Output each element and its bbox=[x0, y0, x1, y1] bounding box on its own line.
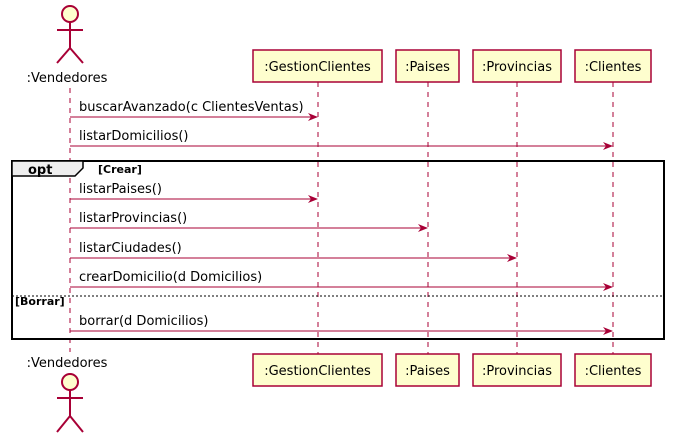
opt-fragment: opt [Crear] [Borrar] bbox=[11, 160, 665, 340]
message-crear-domicilio: crearDomicilio(d Domicilios) bbox=[70, 270, 613, 291]
svg-text:listarCiudades(): listarCiudades() bbox=[79, 241, 182, 256]
svg-text:buscarAvanzado(c ClientesVenta: buscarAvanzado(c ClientesVentas) bbox=[79, 100, 304, 115]
svg-text:listarProvincias(): listarProvincias() bbox=[79, 211, 187, 226]
message-listar-provincias: listarProvincias() bbox=[70, 211, 428, 232]
message-listar-domicilios: listarDomicilios() bbox=[70, 129, 613, 150]
svg-text:listarPaises(): listarPaises() bbox=[79, 182, 162, 197]
fragment-guard-crear: [Crear] bbox=[98, 163, 142, 176]
svg-text::Paises: :Paises bbox=[405, 364, 450, 379]
participant-provincias-top: :Provincias bbox=[472, 49, 562, 83]
participant-paises-bottom: :Paises bbox=[395, 353, 460, 387]
message-listar-paises: listarPaises() bbox=[70, 182, 318, 203]
participant-provincias-bottom: :Provincias bbox=[472, 353, 562, 387]
actor-figure-top bbox=[56, 5, 84, 64]
participant-clientes-bottom: :Clientes bbox=[574, 353, 652, 387]
svg-text:borrar(d Domicilios): borrar(d Domicilios) bbox=[79, 314, 208, 329]
actor-label-bottom: :Vendedores bbox=[27, 356, 108, 371]
participant-gestion-bottom: :GestionClientes bbox=[252, 353, 383, 387]
message-borrar: borrar(d Domicilios) bbox=[70, 314, 613, 335]
svg-text:crearDomicilio(d Domicilios): crearDomicilio(d Domicilios) bbox=[79, 270, 262, 285]
fragment-operator: opt bbox=[28, 163, 52, 178]
svg-text::GestionClientes: :GestionClientes bbox=[264, 60, 371, 75]
svg-text::Provincias: :Provincias bbox=[482, 364, 552, 379]
fragment-guard-borrar: [Borrar] bbox=[15, 295, 65, 308]
svg-text::Paises: :Paises bbox=[405, 60, 450, 75]
message-listar-ciudades: listarCiudades() bbox=[70, 241, 517, 262]
participant-clientes-top: :Clientes bbox=[574, 49, 652, 83]
svg-text::GestionClientes: :GestionClientes bbox=[264, 364, 371, 379]
message-buscar-avanzado: buscarAvanzado(c ClientesVentas) bbox=[70, 100, 318, 121]
actor-figure-bottom bbox=[56, 373, 84, 433]
svg-text:listarDomicilios(): listarDomicilios() bbox=[79, 129, 189, 144]
svg-text::Clientes: :Clientes bbox=[585, 364, 642, 379]
actor-label-top: :Vendedores bbox=[27, 71, 108, 86]
svg-text::Provincias: :Provincias bbox=[482, 60, 552, 75]
participant-paises-top: :Paises bbox=[395, 49, 460, 83]
participant-gestion-top: :GestionClientes bbox=[252, 49, 383, 83]
svg-text::Clientes: :Clientes bbox=[585, 60, 642, 75]
